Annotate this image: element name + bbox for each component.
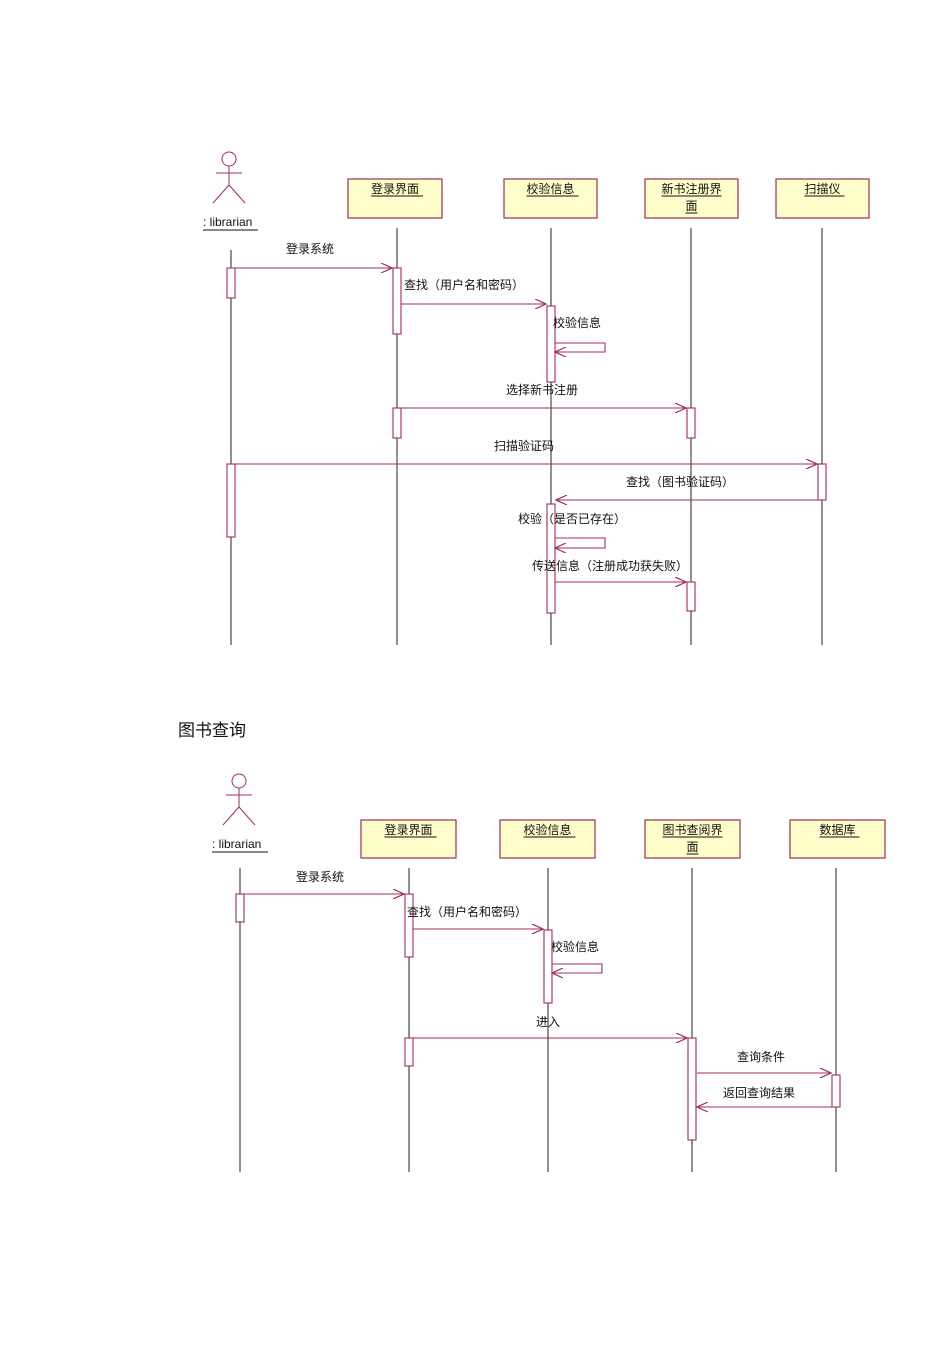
message-label: 传送信息（注册成功获失败）	[532, 558, 688, 573]
activation-bar	[235, 893, 245, 923]
actor-label: : librarian	[203, 215, 252, 229]
message-label: 查找（用户名和密码）	[404, 277, 524, 292]
actor-icon	[222, 773, 256, 826]
object-box	[360, 819, 457, 859]
message-label: 登录系统	[286, 241, 334, 256]
section-heading: 图书查询	[178, 721, 246, 741]
object-box	[644, 178, 739, 219]
activation-bar	[392, 267, 402, 335]
object-label: 新书注册界	[661, 181, 721, 196]
activation-bar	[546, 305, 556, 383]
activation-bar	[226, 463, 236, 538]
message-label: 登录系统	[296, 869, 344, 884]
activation-bar	[404, 893, 414, 958]
object-box	[644, 819, 741, 859]
message-label: 返回查询结果	[723, 1086, 795, 1100]
message-label: 查找（用户名和密码）	[407, 904, 527, 919]
object-label: 校验信息	[523, 822, 571, 837]
object-label: 面	[685, 199, 697, 213]
object-box	[347, 178, 443, 219]
message-label: 查找（图书验证码）	[626, 474, 734, 489]
activation-bar	[686, 581, 696, 612]
message-label: 扫描验证码	[494, 438, 554, 453]
message-label: 校验（是否已存在）	[518, 511, 626, 526]
message-label: 选择新书注册	[506, 382, 578, 397]
activation-bar	[226, 267, 236, 299]
object-box	[499, 819, 596, 859]
object-label: 图书查阅界	[662, 823, 722, 837]
activation-bar	[831, 1074, 841, 1108]
object-box	[503, 178, 598, 219]
object-box	[789, 819, 886, 859]
activation-bar	[546, 503, 556, 614]
object-label: 数据库	[819, 822, 855, 837]
activation-bar	[404, 1037, 414, 1067]
actor-icon	[212, 151, 246, 204]
self-message-arrow	[555, 342, 606, 352]
activation-bar	[392, 407, 402, 439]
activation-bar	[817, 463, 827, 501]
object-label: 面	[686, 840, 698, 854]
activation-bar	[687, 1037, 697, 1141]
self-message-arrow	[552, 963, 603, 973]
actor-label: : librarian	[212, 837, 261, 851]
message-label: 查询条件	[737, 1050, 785, 1064]
activation-bar	[543, 929, 553, 1004]
object-box	[775, 178, 870, 219]
message-label: 校验信息	[551, 939, 599, 954]
object-label: 扫描仪	[804, 182, 840, 196]
message-label: 进入	[536, 1015, 560, 1029]
message-label: 校验信息	[553, 315, 601, 330]
object-label: 登录界面	[371, 181, 419, 196]
object-label: 登录界面	[384, 822, 432, 837]
object-label: 校验信息	[526, 181, 574, 196]
activation-bar	[686, 407, 696, 439]
self-message-arrow	[555, 537, 606, 548]
